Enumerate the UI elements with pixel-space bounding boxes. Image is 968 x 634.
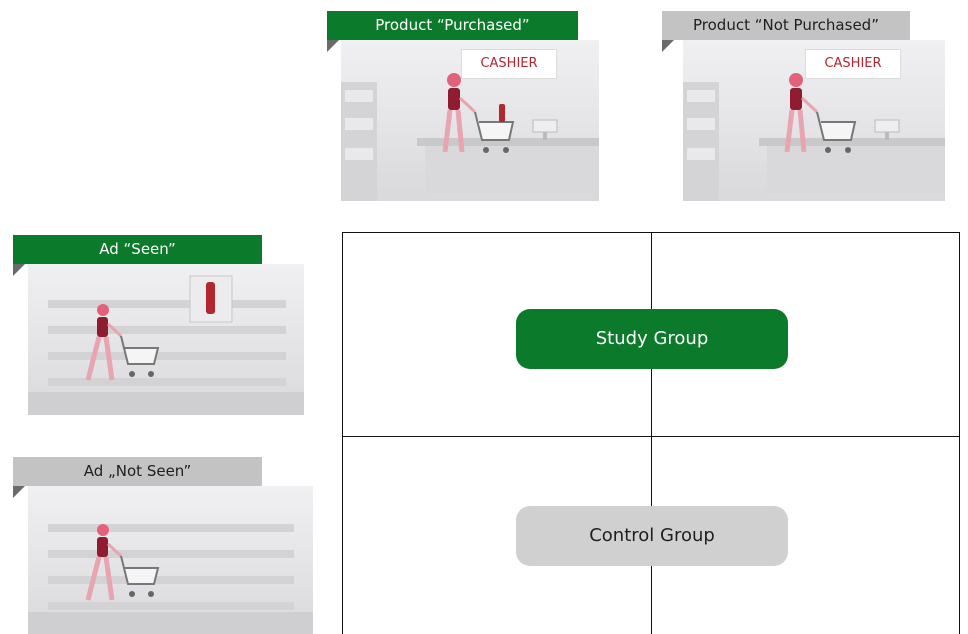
- aisle-scene-image: [28, 486, 313, 634]
- aisle-scene-illustration: [28, 275, 304, 415]
- aisle-floor: [28, 612, 313, 634]
- cart-wheel: [148, 371, 154, 377]
- shopper-legs: [784, 109, 807, 153]
- shelf-row: [345, 90, 373, 102]
- register-stand: [543, 132, 547, 140]
- ad-bottle: [206, 282, 215, 314]
- matrix-horizontal-divider: [343, 436, 959, 437]
- shopper-head: [97, 304, 109, 316]
- cashier-sign: CASHIER: [805, 49, 901, 79]
- bottle-product: [499, 104, 505, 122]
- product-not-purchased-card: Product “Not Purchased” CASHIER: [662, 11, 945, 201]
- cashier-scene-illustration: [341, 73, 599, 201]
- cart-wheel: [503, 147, 509, 153]
- shopper-arm: [800, 96, 819, 114]
- shelf-products: [48, 300, 286, 386]
- matrix-vertical-divider: [651, 233, 652, 634]
- shopper-head: [447, 73, 461, 87]
- product-purchased-label: Product “Purchased”: [327, 11, 578, 40]
- cashier-scene-illustration: [683, 73, 945, 201]
- shelf-products: [48, 524, 294, 610]
- shopper-legs: [85, 336, 115, 381]
- cart-wheel: [129, 371, 135, 377]
- counter-top: [759, 138, 945, 146]
- shopping-cart: [120, 335, 160, 365]
- study-group-pill: Study Group: [516, 309, 788, 369]
- label-fold: [13, 486, 25, 498]
- label-fold: [327, 40, 339, 52]
- shopper-legs: [85, 556, 115, 601]
- label-fold: [662, 40, 674, 52]
- counter-body: [767, 146, 945, 194]
- ad-not-seen-label: Ad „Not Seen”: [13, 457, 262, 486]
- control-group-pill: Control Group: [516, 506, 788, 566]
- product-not-purchased-label: Product “Not Purchased”: [662, 11, 910, 40]
- register: [874, 119, 900, 133]
- shopper-torso: [448, 88, 460, 110]
- shelf-row: [687, 90, 715, 102]
- cart-wheel: [825, 147, 831, 153]
- shelf-row: [345, 148, 373, 160]
- cashier-scene-image: CASHIER: [341, 40, 599, 201]
- shelf-row: [687, 148, 715, 160]
- shopping-cart: [474, 111, 515, 141]
- ad-not-seen-card: Ad „Not Seen”: [13, 457, 313, 634]
- shopper-arm: [106, 322, 123, 338]
- shopper-head: [97, 524, 109, 536]
- shopping-cart: [816, 111, 857, 141]
- counter-top: [417, 138, 599, 146]
- group-matrix: Study Group Control Group: [342, 232, 960, 634]
- aisle-scene-image: [28, 264, 304, 415]
- aisle-floor: [28, 392, 304, 415]
- shopper-torso: [97, 317, 108, 337]
- label-fold: [13, 264, 25, 276]
- cart-wheel: [845, 147, 851, 153]
- shelf-row: [345, 118, 373, 130]
- shopper-arm: [106, 542, 123, 558]
- shopping-cart: [120, 555, 160, 585]
- shopper-torso: [790, 88, 802, 110]
- shopper-arm: [458, 96, 477, 114]
- product-purchased-card: Product “Purchased” CASHIER: [327, 11, 599, 201]
- cashier-sign: CASHIER: [461, 49, 557, 79]
- register: [532, 119, 558, 133]
- shopper-torso: [97, 537, 108, 557]
- shopper-head: [789, 73, 803, 87]
- cart-wheel: [129, 591, 135, 597]
- counter-body: [425, 146, 599, 194]
- cart-wheel: [148, 591, 154, 597]
- ad-seen-label: Ad “Seen”: [13, 235, 262, 264]
- shelf-row: [687, 118, 715, 130]
- cashier-scene-image: CASHIER: [683, 40, 945, 201]
- cart-wheel: [483, 147, 489, 153]
- ad-seen-card: Ad “Seen”: [13, 235, 304, 415]
- aisle-scene-illustration: [28, 524, 313, 634]
- shopper-legs: [442, 109, 465, 153]
- register-stand: [885, 132, 889, 140]
